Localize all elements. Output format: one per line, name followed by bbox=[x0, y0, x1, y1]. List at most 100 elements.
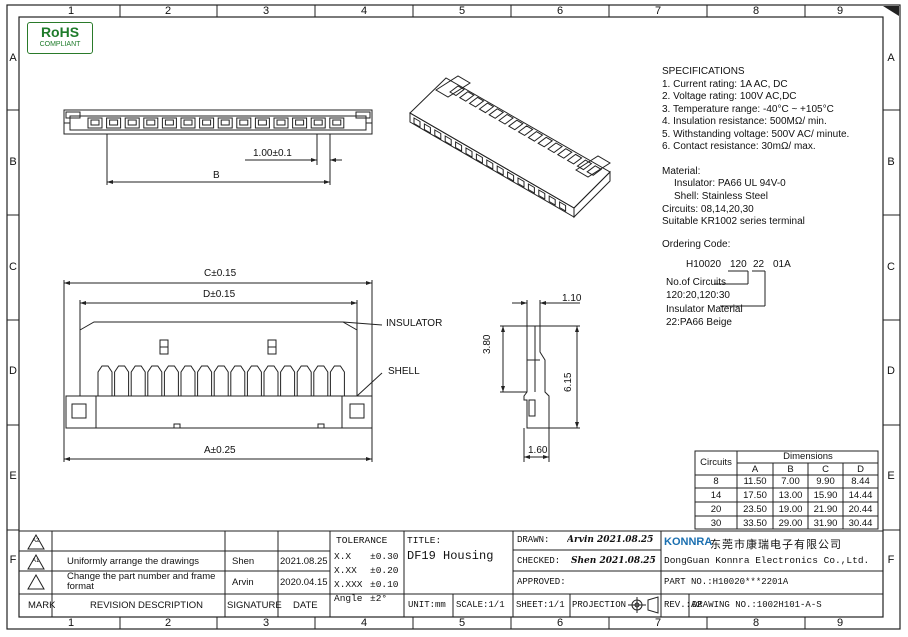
front-view-tooth bbox=[147, 365, 163, 396]
top-view-contact-inner bbox=[202, 119, 212, 126]
iso-front-slot bbox=[434, 129, 442, 140]
spec-item-1: 1. Current rating: 1A AC, DC bbox=[662, 79, 788, 90]
checked-value: Shen 2021.08.25 bbox=[571, 556, 656, 566]
front-view-tooth bbox=[263, 365, 279, 396]
zone-col-1-bottom: 1 bbox=[67, 617, 75, 629]
dim-b: B bbox=[213, 170, 220, 181]
zone-row-D-right: D bbox=[887, 365, 895, 377]
circuits-header: Circuits bbox=[700, 457, 732, 468]
top-view-contact bbox=[292, 117, 308, 129]
top-view-contact-inner bbox=[183, 119, 193, 126]
dim-row-circuits: 14 bbox=[710, 490, 722, 501]
dim-row-value: 14.44 bbox=[848, 490, 873, 501]
dim-col-header-a: A bbox=[751, 464, 759, 475]
iso-rib bbox=[556, 148, 573, 159]
top-view-contact-inner bbox=[295, 119, 305, 126]
dim-height1: 3.80 bbox=[482, 334, 493, 354]
title-label: TITLE: bbox=[407, 535, 442, 546]
zone-row-E-right: E bbox=[887, 470, 895, 482]
tol-key-1: X.X bbox=[334, 551, 352, 562]
iso-front-slot bbox=[486, 159, 494, 170]
no-circuits-value: 120:20,120:30 bbox=[666, 290, 730, 301]
zone-col-1-top: 1 bbox=[67, 5, 75, 17]
dim-a: A±0.25 bbox=[204, 445, 236, 456]
tol-val-4: ±2° bbox=[370, 593, 388, 604]
material-insulator: Insulator: PA66 UL 94V-0 bbox=[674, 178, 786, 189]
top-view-contact bbox=[199, 117, 215, 129]
ordering-code-circuits: 120 bbox=[730, 259, 747, 270]
circuits-line: Circuits: 08,14,20,30 bbox=[662, 204, 754, 215]
dim-row-value: 8.44 bbox=[851, 476, 870, 487]
tol-val-1: ±0.30 bbox=[370, 551, 399, 562]
rohs-subtitle: COMPLIANT bbox=[39, 41, 81, 48]
zone-row-A-right: A bbox=[887, 52, 895, 64]
part-no: PART NO.:H10020***2201A bbox=[664, 577, 789, 587]
front-view-tooth bbox=[329, 365, 345, 396]
no-circuits-label: No.of Circuits bbox=[666, 277, 727, 288]
iso-front-slot bbox=[496, 165, 504, 176]
top-view-contact bbox=[180, 117, 196, 129]
spec-item-4: 4. Insulation resistance: 500MΩ/ min. bbox=[662, 116, 827, 128]
insulator-material-label: Insulator Material bbox=[666, 304, 743, 315]
drawn-value: Arvin 2021.08.25 bbox=[567, 535, 654, 545]
inner-frame bbox=[18, 16, 884, 618]
scale: SCALE:1/1 bbox=[456, 600, 505, 610]
iso-front-slot bbox=[423, 123, 431, 134]
checked-label: CHECKED: bbox=[517, 556, 561, 566]
top-view-contact bbox=[217, 117, 233, 129]
top-view-contact bbox=[124, 117, 140, 129]
rohs-logo: RoHS COMPLIANT bbox=[27, 22, 93, 54]
iso-rib bbox=[537, 136, 554, 148]
top-view-contact-inner bbox=[109, 119, 119, 126]
top-view-contact bbox=[143, 117, 159, 129]
zone-col-3-top: 3 bbox=[262, 5, 270, 17]
suitable-line: Suitable KR1002 series terminal bbox=[662, 216, 805, 227]
top-view-contact-inner bbox=[220, 119, 230, 126]
mark-header: MARK bbox=[28, 600, 56, 611]
drawing-no: DRAWING NO.:1002H101-A-S bbox=[692, 600, 822, 610]
iso-front-slot bbox=[413, 117, 421, 128]
zone-col-2-bottom: 2 bbox=[164, 617, 172, 629]
iso-front-slot bbox=[455, 141, 463, 152]
top-view-contact-inner bbox=[127, 119, 137, 126]
title-value: DF19 Housing bbox=[407, 549, 494, 563]
iso-rib bbox=[576, 159, 593, 171]
material-shell: Shell: Stainless Steel bbox=[674, 191, 768, 202]
dim-row-value: 33.50 bbox=[743, 518, 767, 529]
zone-col-5-top: 5 bbox=[458, 5, 466, 17]
dim-width: 1.10 bbox=[562, 293, 582, 304]
revision-mark-a2: A2 bbox=[32, 538, 40, 544]
front-view-tooth bbox=[97, 365, 113, 396]
unit: UNIT:mm bbox=[408, 600, 446, 610]
zone-row-B-left: B bbox=[9, 156, 17, 168]
front-view-tooth bbox=[163, 365, 179, 396]
revision-desc-a1: Change the part number and frame format bbox=[67, 572, 216, 592]
tol-key-4: Angle bbox=[334, 593, 363, 604]
revision-triangles bbox=[27, 533, 45, 590]
top-view-contact-inner bbox=[276, 119, 286, 126]
material-heading: Material: bbox=[662, 166, 701, 177]
projection-label: PROJECTION bbox=[572, 600, 627, 610]
zone-col-9-top: 9 bbox=[836, 5, 844, 17]
zone-row-A-left: A bbox=[9, 52, 17, 64]
dim-col-header-c: C bbox=[822, 464, 829, 475]
tol-key-2: X.XX bbox=[334, 565, 357, 576]
revision-sign-a2: Shen bbox=[232, 556, 255, 567]
zone-col-4-bottom: 4 bbox=[360, 617, 368, 629]
drawn-label: DRAWN: bbox=[517, 535, 550, 545]
front-view-tooth bbox=[246, 365, 262, 396]
zone-col-6-bottom: 6 bbox=[556, 617, 564, 629]
iso-front-slot bbox=[538, 189, 546, 200]
zone-ticks bbox=[7, 5, 900, 629]
isometric-view bbox=[409, 75, 611, 219]
iso-front-slot bbox=[444, 135, 452, 146]
ordering-brackets bbox=[714, 270, 766, 307]
front-view-tooth bbox=[280, 365, 296, 396]
front-view-tooth bbox=[197, 365, 213, 396]
zone-row-E-left: E bbox=[9, 470, 17, 482]
top-view-contact-inner bbox=[146, 119, 156, 126]
iso-front-slot bbox=[559, 201, 567, 212]
iso-front-slot bbox=[517, 177, 525, 188]
